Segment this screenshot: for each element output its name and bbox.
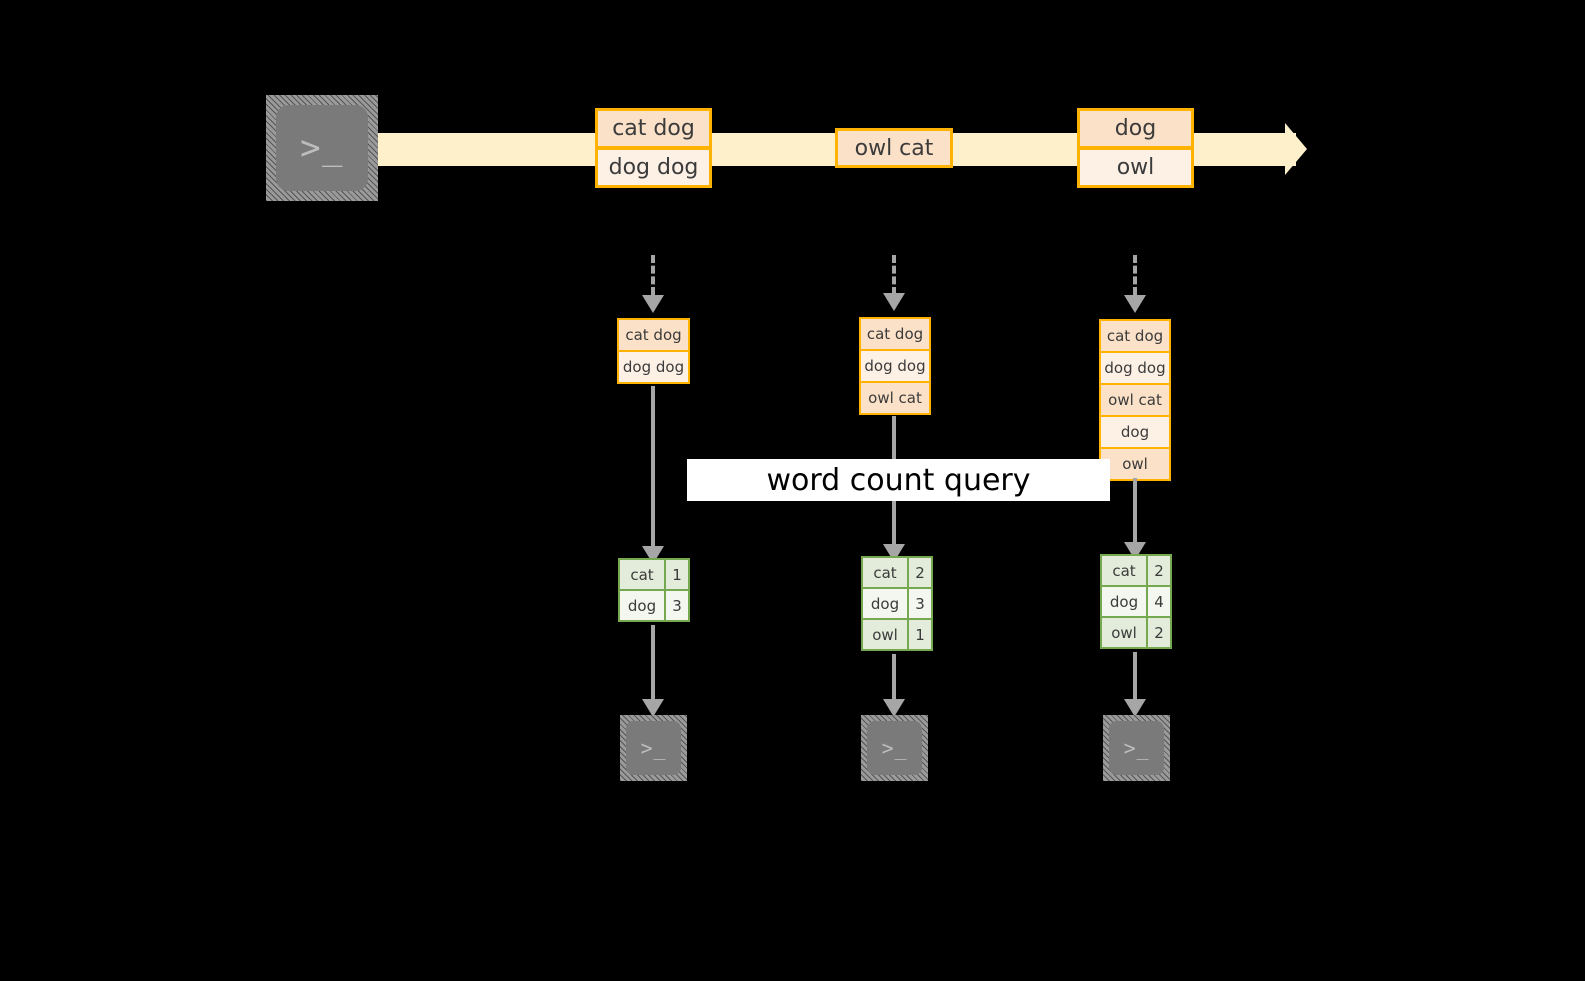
input-row: dog dog (861, 351, 929, 381)
result-count: 1 (666, 560, 688, 589)
stream-record-cell: dog (1077, 108, 1194, 149)
result-row: owl 2 (1102, 618, 1170, 647)
snapshot-input-table: cat dog dog dog owl cat dog owl (1099, 319, 1171, 481)
source-terminal-body: >_ (276, 104, 368, 192)
sink-connector-arrowhead (642, 699, 664, 717)
result-row: dog 4 (1102, 587, 1170, 616)
sink-terminal-icon[interactable]: >_ (1103, 715, 1170, 781)
result-count: 2 (1148, 618, 1170, 647)
result-word: dog (1102, 587, 1146, 616)
sink-terminal-prompt: >_ (640, 736, 667, 760)
input-row: owl cat (861, 383, 929, 413)
result-row: dog 3 (620, 591, 688, 620)
result-word: dog (620, 591, 664, 620)
snapshot-input-table: cat dog dog dog (617, 318, 690, 384)
stream-tap-arrowhead (642, 295, 664, 313)
sink-terminal-icon[interactable]: >_ (861, 715, 928, 781)
result-row: cat 2 (1102, 556, 1170, 585)
stream-record-cell: dog dog (595, 147, 712, 188)
result-word: cat (863, 558, 907, 587)
stream-tap-arrowhead (1124, 295, 1146, 313)
stream-tap-dashed-line (651, 255, 655, 295)
stream-record-cell: owl (1077, 147, 1194, 188)
sink-connector-arrowhead (883, 699, 905, 717)
result-count: 2 (909, 558, 931, 587)
result-count: 3 (666, 591, 688, 620)
input-row: owl cat (1101, 385, 1169, 415)
source-terminal-prompt: >_ (300, 128, 344, 168)
stream-record-cell: cat dog (595, 108, 712, 149)
query-connector-line (1133, 478, 1137, 556)
result-word: cat (620, 560, 664, 589)
result-row: dog 3 (863, 589, 931, 618)
snapshot-result-table: cat 1 dog 3 (618, 558, 690, 622)
stream-tap-dashed-line (892, 255, 896, 295)
source-terminal-icon[interactable]: >_ (266, 95, 378, 201)
result-word: cat (1102, 556, 1146, 585)
query-connector-line (651, 386, 655, 558)
result-row: cat 1 (620, 560, 688, 589)
snapshot-result-table: cat 2 dog 3 owl 1 (861, 556, 933, 651)
result-count: 1 (909, 620, 931, 649)
sink-terminal-icon[interactable]: >_ (620, 715, 687, 781)
input-row: cat dog (861, 319, 929, 349)
result-row: owl 1 (863, 620, 931, 649)
sink-terminal-prompt: >_ (881, 736, 908, 760)
input-row: owl (1101, 449, 1169, 479)
stream-record-cell: owl cat (835, 128, 953, 168)
snapshot-input-table: cat dog dog dog owl cat (859, 317, 931, 415)
result-count: 3 (909, 589, 931, 618)
sink-connector-line (1133, 652, 1137, 706)
sink-terminal-body: >_ (626, 720, 681, 776)
result-word: dog (863, 589, 907, 618)
sink-terminal-body: >_ (1109, 720, 1164, 776)
sink-terminal-prompt: >_ (1123, 736, 1150, 760)
result-count: 2 (1148, 556, 1170, 585)
sink-connector-line (651, 625, 655, 705)
sink-connector-line (892, 654, 896, 706)
sink-connector-arrowhead (1124, 699, 1146, 717)
stream-tap-dashed-line (1133, 255, 1137, 295)
input-row: dog (1101, 417, 1169, 447)
snapshot-result-table: cat 2 dog 4 owl 2 (1100, 554, 1172, 649)
result-word: owl (1102, 618, 1146, 647)
input-row: dog dog (1101, 353, 1169, 383)
result-word: owl (863, 620, 907, 649)
query-label: word count query (687, 459, 1110, 501)
result-count: 4 (1148, 587, 1170, 616)
sink-terminal-body: >_ (867, 720, 922, 776)
input-row: cat dog (1101, 321, 1169, 351)
result-row: cat 2 (863, 558, 931, 587)
stream-arrow-head (1285, 123, 1307, 175)
stream-tap-arrowhead (883, 293, 905, 311)
input-row: cat dog (619, 320, 688, 350)
input-row: dog dog (619, 352, 688, 382)
